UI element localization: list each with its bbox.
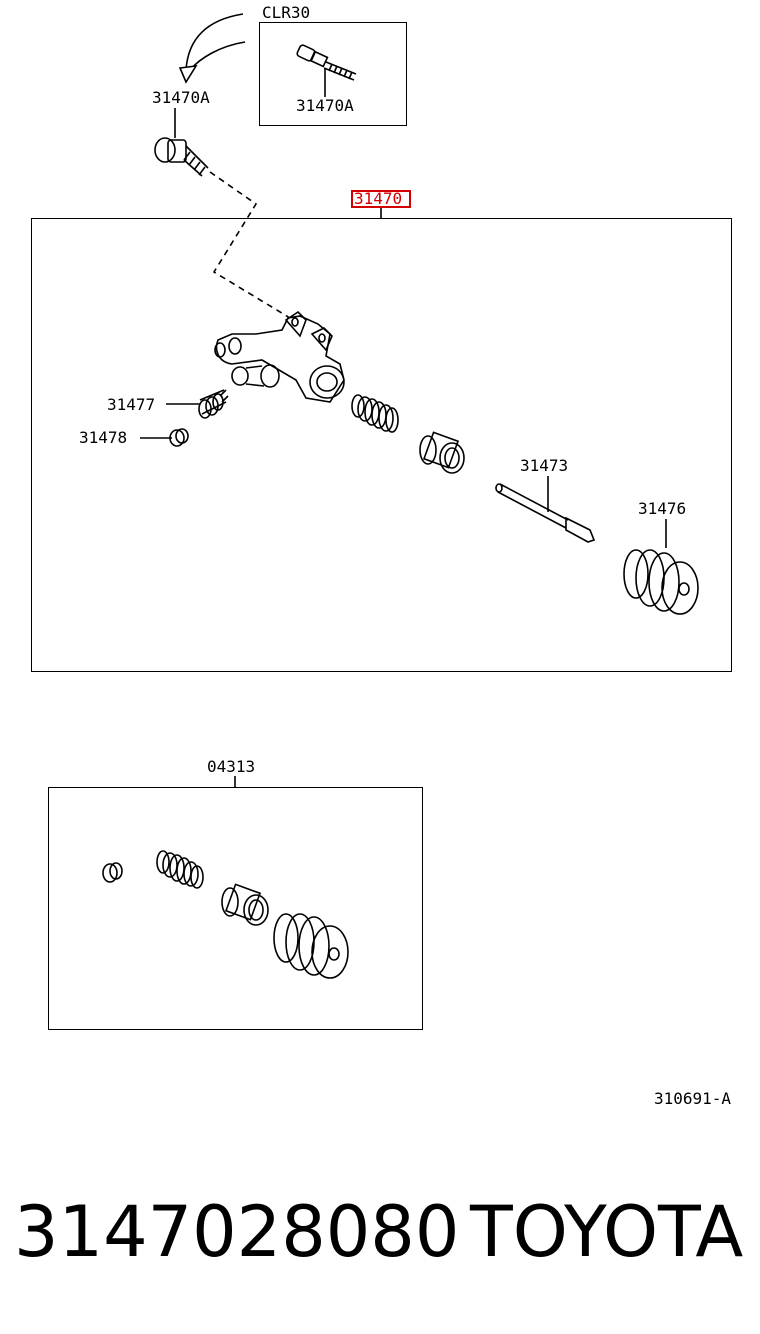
piston-icon bbox=[419, 431, 465, 474]
mounting-bolt-icon bbox=[154, 108, 209, 177]
bolt-leader-dashed bbox=[209, 171, 291, 319]
callout-31470a[interactable]: 31470A bbox=[152, 88, 210, 107]
selected-part-highlight bbox=[351, 190, 411, 208]
cylinder-body-icon bbox=[214, 310, 345, 403]
kit-cap-icon bbox=[102, 862, 123, 883]
callout-04313[interactable]: 04313 bbox=[207, 757, 256, 776]
footer-brand: TOYOTA bbox=[470, 1191, 744, 1273]
callout-31470a-inset[interactable]: 31470A bbox=[296, 96, 354, 115]
callout-31473[interactable]: 31473 bbox=[520, 456, 569, 475]
bleeder-plug-icon bbox=[198, 389, 229, 419]
variant-arrow bbox=[185, 13, 244, 71]
clr30-label: CLR30 bbox=[262, 3, 311, 22]
drawing-id: 310691-A bbox=[654, 1089, 732, 1108]
assembly-box bbox=[31, 218, 732, 672]
repair-kit-box bbox=[48, 787, 423, 1030]
footer-part-number: 3147028080 bbox=[14, 1191, 460, 1273]
boot-icon bbox=[623, 549, 699, 615]
inset-bolt-icon bbox=[296, 44, 357, 97]
bleeder-cap-icon bbox=[169, 428, 189, 447]
variant-inset-box bbox=[259, 22, 407, 126]
callout-31476[interactable]: 31476 bbox=[638, 499, 687, 518]
kit-piston-icon bbox=[221, 883, 269, 926]
push-rod-icon bbox=[495, 483, 596, 543]
kit-spring-icon bbox=[156, 850, 204, 889]
callout-31478[interactable]: 31478 bbox=[79, 428, 128, 447]
piston-spring-icon bbox=[351, 394, 399, 433]
kit-boot-icon bbox=[273, 913, 349, 979]
callout-31477[interactable]: 31477 bbox=[107, 395, 156, 414]
callout-31470[interactable]: 31470 bbox=[354, 189, 403, 208]
